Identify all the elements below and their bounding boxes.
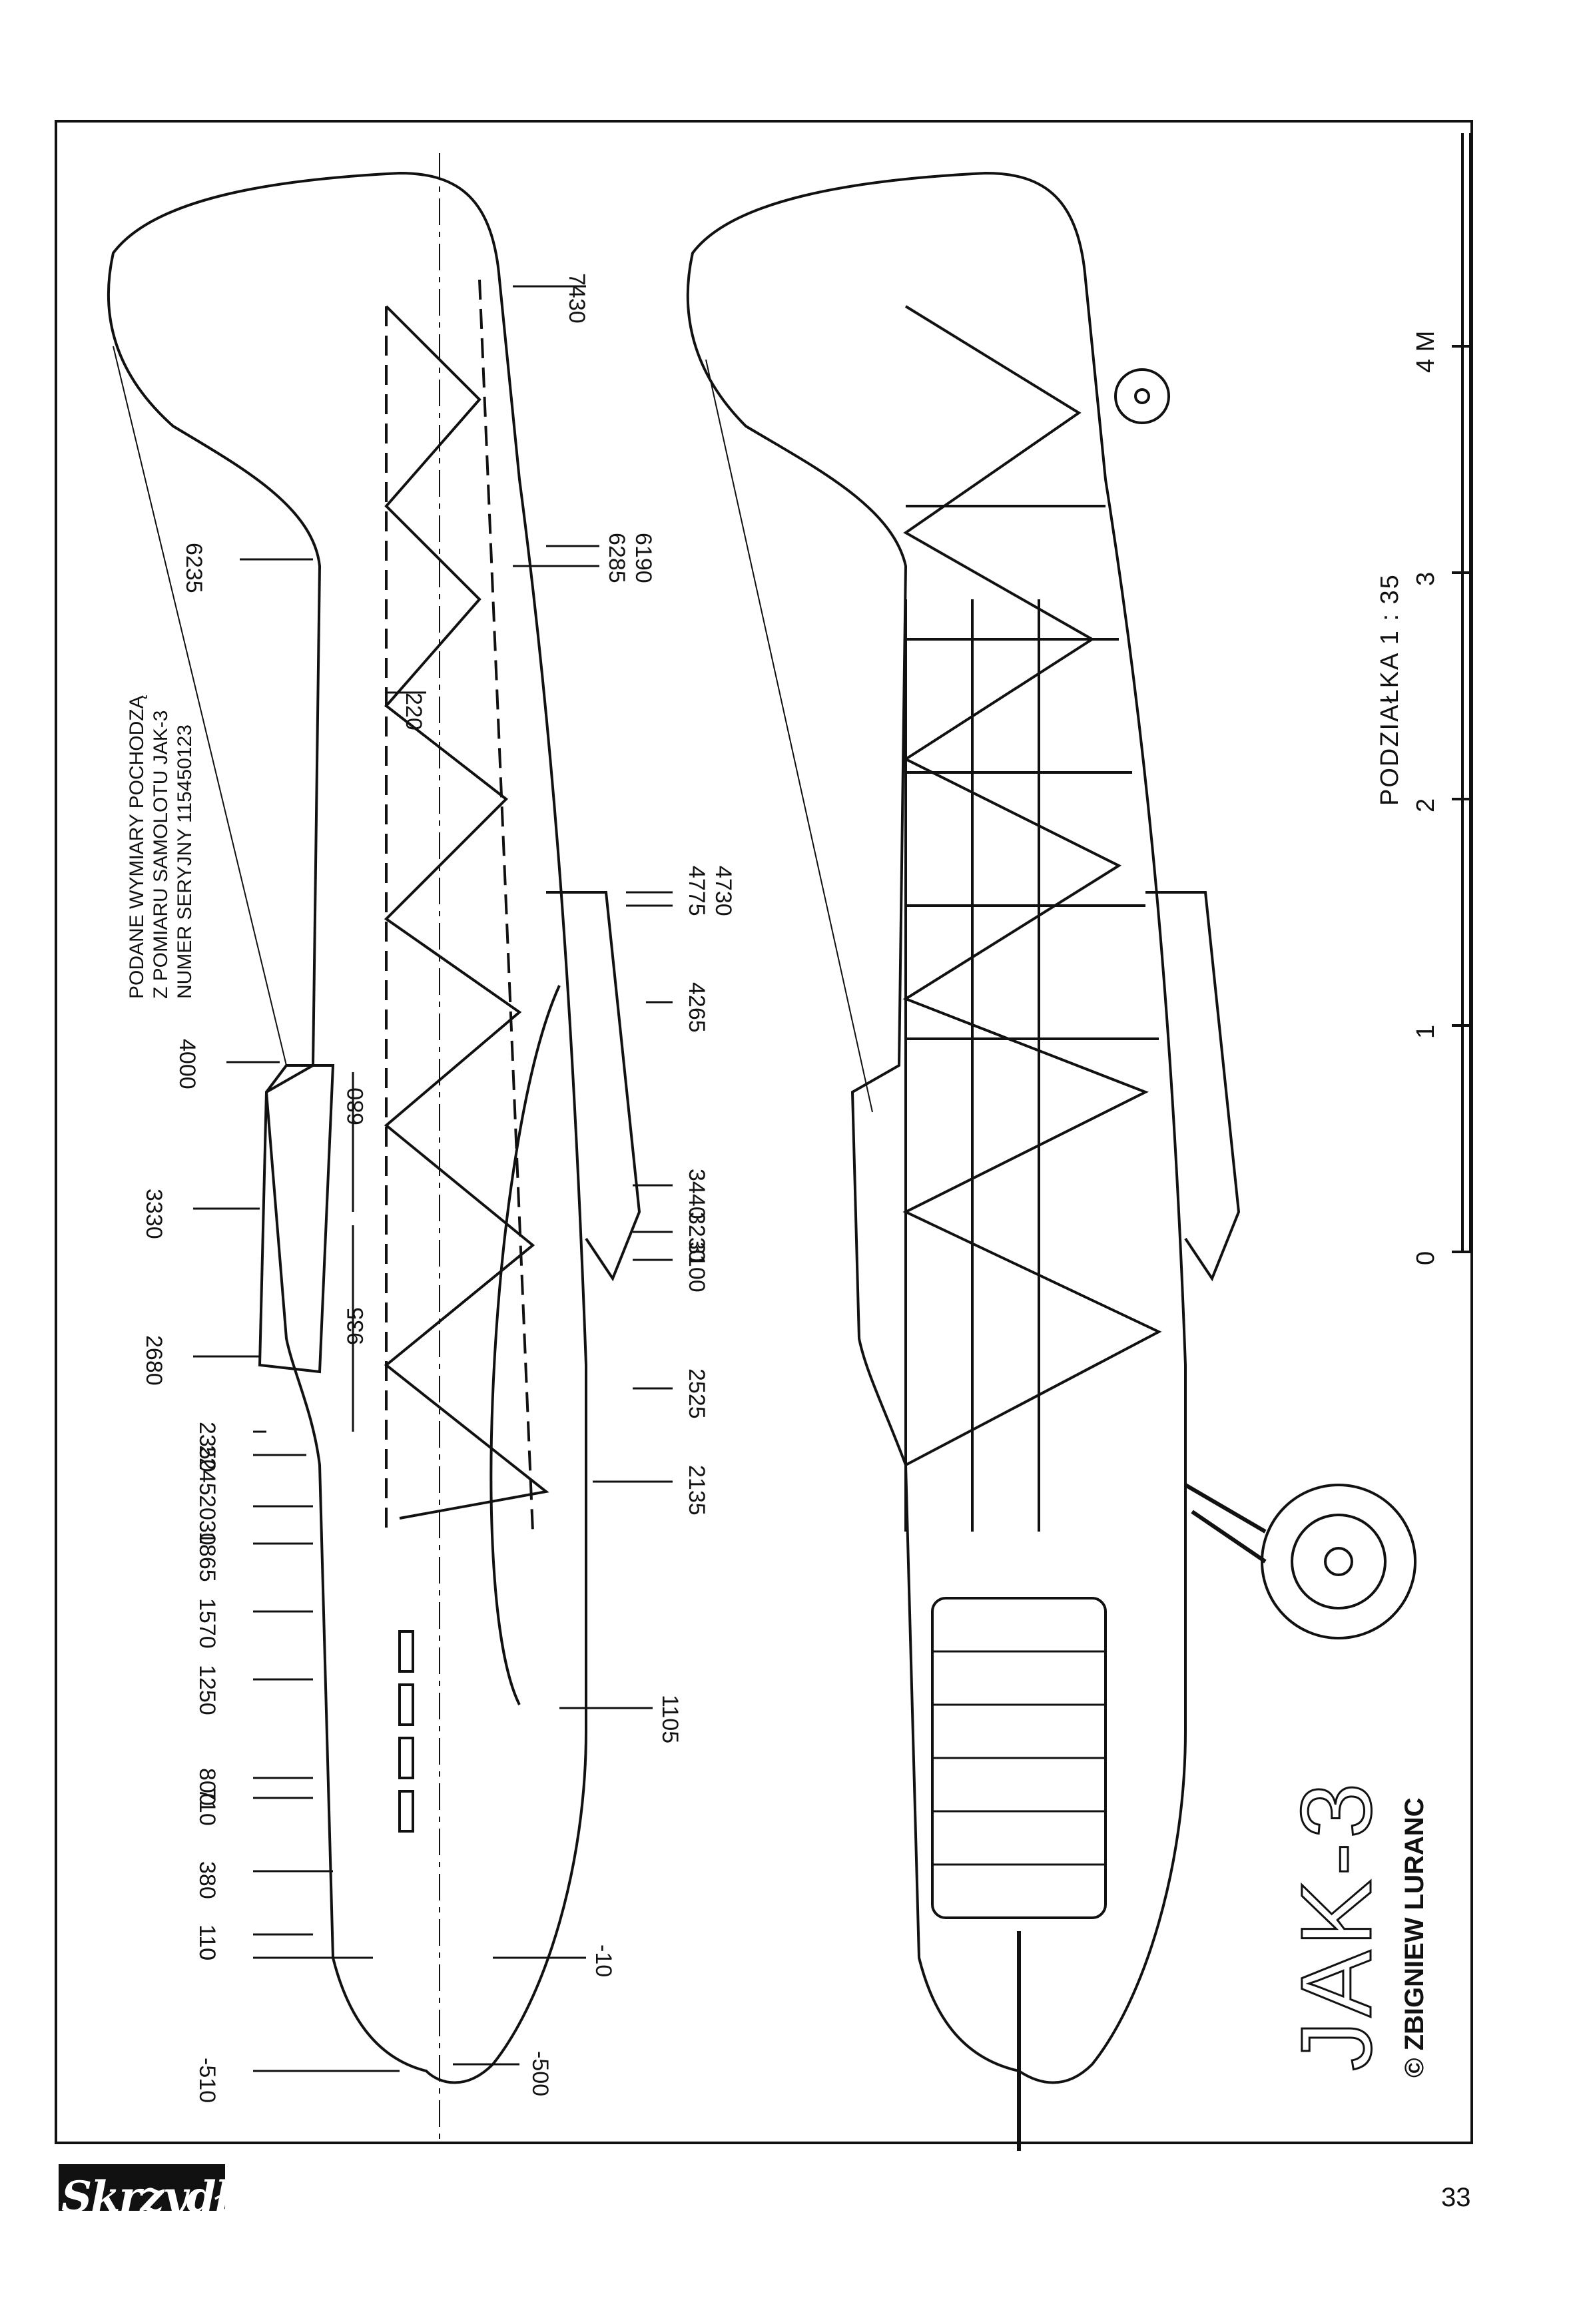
dim-7430: 7430 — [564, 273, 589, 324]
dim-2525: 2525 — [684, 1368, 709, 1419]
dim-6285: 6285 — [604, 533, 629, 583]
scale-tick-2: 2 — [1412, 798, 1440, 812]
scale-bar — [1461, 133, 1472, 1252]
dim-6190: 6190 — [631, 533, 656, 583]
dim-minus-510: -510 — [194, 2058, 220, 2104]
note-line-3: NUMER SERYJNY 115450123 — [174, 725, 196, 999]
scale-tick-1: 1 — [1412, 1024, 1440, 1039]
dim-3100: 3100 — [684, 1242, 709, 1293]
left-wing-root — [546, 891, 641, 1282]
left-fuselage-outline — [107, 171, 587, 2084]
dim-2135: 2135 — [684, 1465, 709, 1516]
dim-minus-500: -500 — [527, 2051, 553, 2097]
dim-4000: 4000 — [174, 1039, 200, 1089]
left-canopy — [258, 1064, 335, 1374]
note-line-2: Z POMIARU SAMOLOTU JAK-3 — [150, 710, 172, 999]
scale-tick-4: 4 M — [1412, 330, 1440, 373]
dim-1105: 1105 — [657, 1695, 683, 1744]
scale-label: PODZIAŁKA 1 : 35 — [1376, 573, 1404, 806]
dim-0: 0 — [194, 1948, 220, 1960]
dim-4775: 4775 — [684, 866, 709, 916]
dim-710: 710 — [194, 1788, 220, 1826]
author-credit: © ZBIGNIEW LURANC — [1400, 1797, 1429, 2078]
right-fuselage-outline — [686, 171, 1187, 2084]
dim-220: 220 — [401, 693, 426, 730]
dim-380: 380 — [194, 1861, 220, 1899]
dim-minus-10: -10 — [591, 1944, 616, 1978]
dim-4730: 4730 — [711, 866, 736, 916]
dim-2680: 2680 — [141, 1335, 166, 1386]
drawing-title: JAK-3 — [1279, 1778, 1393, 2072]
tail-wheel — [1114, 368, 1170, 424]
left-exhaust-stubs — [398, 1630, 414, 1833]
logo-background — [59, 2164, 225, 2211]
dim-4265: 4265 — [684, 982, 709, 1033]
dim-680: 680 — [343, 1087, 368, 1125]
dim-6235: 6235 — [181, 543, 206, 593]
left-truss — [384, 305, 549, 1520]
main-wheel — [1261, 1484, 1417, 1639]
page-number: 33 — [1441, 2183, 1471, 2212]
dim-3330: 3330 — [141, 1189, 166, 1239]
scale-tick-3: 3 — [1412, 571, 1440, 586]
right-truss — [902, 305, 1162, 1466]
measurement-note: PODANE WYMIARY POCHODZĄ Z POMIARU SAMOLO… — [125, 695, 197, 999]
scale-tick-0: 0 — [1412, 1251, 1440, 1265]
dim-1865: 1865 — [194, 1532, 220, 1582]
dim-2245: 2245 — [194, 1445, 220, 1496]
note-line-1: PODANE WYMIARY POCHODZĄ — [126, 695, 148, 999]
magazine-logo: Skrzydła — [61, 2172, 258, 2222]
dim-1570: 1570 — [194, 1598, 220, 1649]
right-radiator — [1145, 891, 1241, 1282]
dim-1250: 1250 — [194, 1665, 220, 1715]
dim-935: 935 — [343, 1307, 368, 1345]
